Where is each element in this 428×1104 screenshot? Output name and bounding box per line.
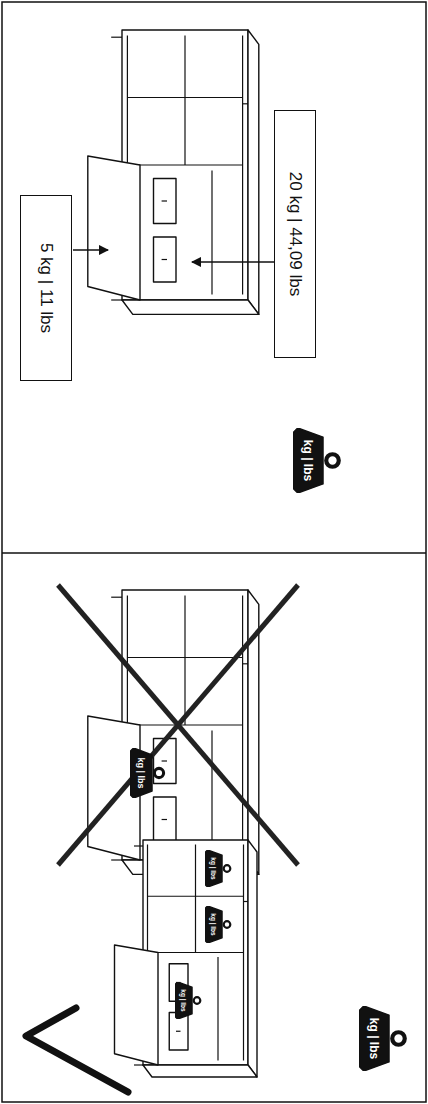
weight-shape bbox=[175, 982, 202, 1019]
weight-label: kg | lbs bbox=[136, 748, 146, 798]
cross-mark bbox=[58, 585, 298, 865]
weight-label: kg | lbs bbox=[301, 428, 315, 493]
weight-icon: kg | lbs bbox=[130, 748, 166, 798]
weight-ring bbox=[154, 768, 163, 777]
weight-body bbox=[130, 748, 152, 798]
cabinet-line bbox=[111, 299, 122, 300]
cabinet-line bbox=[211, 730, 212, 854]
cabinet-line bbox=[111, 859, 122, 860]
weight-icon: kg | lbs bbox=[359, 1006, 408, 1071]
cabinet bbox=[115, 840, 258, 1077]
cabinet-line bbox=[162, 259, 167, 260]
cabinet-line bbox=[162, 760, 167, 761]
cabinet-part bbox=[122, 300, 259, 314]
weight-body bbox=[205, 906, 222, 943]
weight-icon-small: kg | lbs bbox=[205, 850, 232, 887]
weight-shape bbox=[205, 906, 232, 943]
cabinet-line bbox=[111, 37, 122, 38]
weight-shape bbox=[359, 1006, 408, 1071]
cabinet-line bbox=[244, 901, 249, 902]
weight-icon: kg | lbs bbox=[293, 428, 342, 493]
weight-ring bbox=[326, 454, 339, 467]
leader-line bbox=[192, 261, 274, 263]
cabinet-part bbox=[154, 179, 177, 224]
cabinet-part bbox=[143, 840, 248, 1065]
cabinet-line bbox=[195, 845, 196, 953]
weight-icon-small: kg | lbs bbox=[205, 906, 232, 943]
weight-body bbox=[293, 428, 323, 493]
weight-ring bbox=[194, 997, 201, 1004]
cabinet-line bbox=[162, 819, 167, 820]
weight-label: kg | lbs bbox=[210, 906, 217, 943]
cabinet-line bbox=[184, 35, 185, 165]
check-mark bbox=[26, 1008, 128, 1092]
cabinet-part bbox=[248, 840, 257, 1077]
leader-line bbox=[73, 249, 108, 251]
cabinet-line bbox=[243, 103, 248, 104]
weight-ring bbox=[224, 921, 231, 928]
weight-shape bbox=[293, 428, 342, 493]
cross-mark bbox=[58, 585, 298, 865]
weight-ring bbox=[392, 1032, 405, 1045]
weight-body bbox=[175, 982, 192, 1019]
weight-label: kg | lbs bbox=[367, 1006, 381, 1071]
cabinet-line bbox=[134, 845, 143, 846]
cabinet-part bbox=[122, 30, 248, 300]
weight-limit-box: 5 kg | 11 lbs bbox=[20, 195, 72, 381]
cabinet-part bbox=[143, 1065, 257, 1077]
cabinet-part bbox=[154, 237, 177, 282]
cabinet-part bbox=[154, 739, 177, 784]
cabinet-part bbox=[154, 797, 177, 842]
weight-label: kg | lbs bbox=[180, 982, 187, 1019]
weight-body bbox=[359, 1006, 389, 1071]
weight-ring bbox=[224, 865, 231, 872]
cabinet-drawings bbox=[88, 30, 259, 1077]
cabinet-line bbox=[211, 170, 212, 294]
cabinet-line bbox=[134, 1064, 143, 1065]
cabinet-line bbox=[111, 597, 122, 598]
cabinet-line bbox=[184, 595, 185, 725]
weight-shape bbox=[205, 850, 232, 887]
cabinet-part bbox=[248, 30, 259, 314]
cabinet bbox=[88, 30, 259, 314]
limit-label: 20 kg | 44,09 lbs bbox=[285, 172, 305, 296]
cabinet-line bbox=[162, 200, 167, 201]
cabinet-line bbox=[217, 957, 218, 1061]
weight-icon-small: kg | lbs bbox=[175, 982, 202, 1019]
cabinet-line bbox=[243, 663, 248, 664]
weight-shape bbox=[130, 748, 166, 798]
weight-limit-box: 20 kg | 44,09 lbs bbox=[274, 110, 316, 358]
weight-body bbox=[205, 850, 222, 887]
cabinet-line bbox=[176, 1031, 181, 1032]
cabinet-part bbox=[115, 945, 159, 1065]
cabinet-part bbox=[88, 156, 140, 300]
limit-label: 5 kg | 11 lbs bbox=[36, 243, 56, 333]
weight-label: kg | lbs bbox=[210, 850, 217, 887]
panel-divider bbox=[2, 552, 426, 554]
cabinet-part bbox=[122, 590, 248, 860]
